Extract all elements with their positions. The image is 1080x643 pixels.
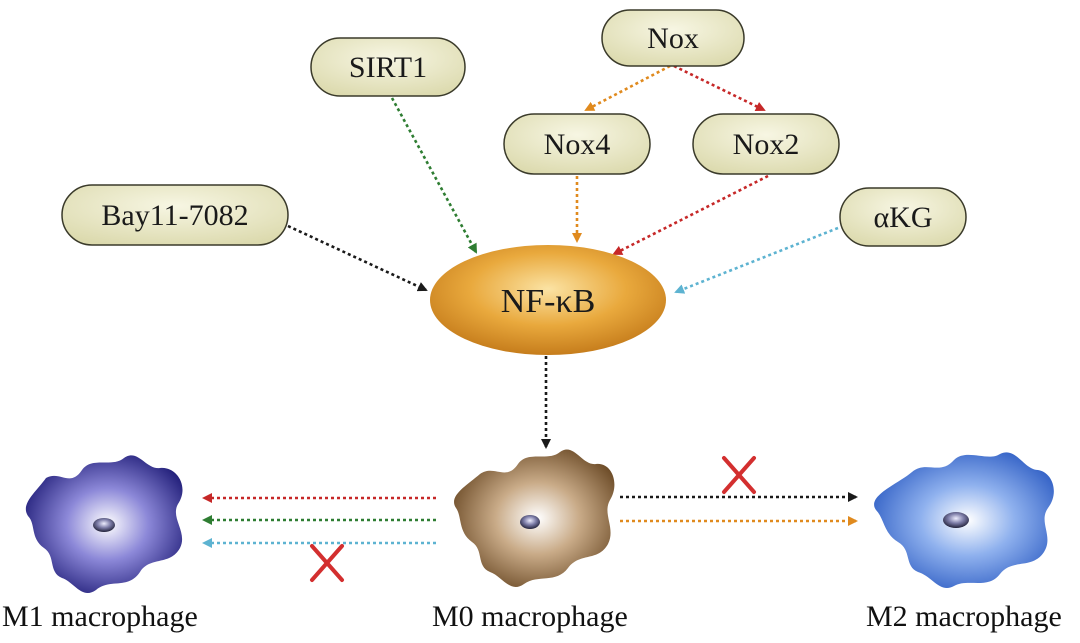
block-mark-m2 (722, 456, 756, 494)
node-nox: Nox (601, 9, 745, 67)
arrow-akg-to-nfkb (674, 226, 839, 294)
block-mark-m1 (310, 544, 344, 582)
node-bay11-7082: Bay11-7082 (61, 184, 289, 246)
node-akg-label: αKG (873, 201, 932, 234)
m2-macrophage-cell (874, 452, 1054, 589)
node-nox4-label: Nox4 (544, 128, 611, 161)
m1-macrophage-cell (25, 455, 183, 593)
node-nfkb: NF-κB (430, 245, 666, 355)
node-nox-label: Nox (647, 22, 699, 55)
m0-macrophage-cell (454, 449, 615, 587)
node-sirt1: SIRT1 (310, 37, 466, 97)
arrow-sirt1-to-nfkb (390, 97, 478, 254)
node-nox2: Nox2 (692, 113, 840, 175)
node-nfkb-label: NF-κB (501, 283, 596, 320)
node-bay11-7082-label: Bay11-7082 (101, 199, 248, 232)
m1-macrophage-label: M1 macrophage (2, 600, 198, 633)
arrow-nox-to-nox4 (584, 64, 671, 112)
arrow-bay-to-nfkb (287, 224, 428, 292)
node-akg: αKG (839, 187, 967, 247)
arrow-nox2-to-nfkb (612, 174, 769, 256)
arrow-nox-to-nox2 (673, 64, 766, 112)
m2-macrophage-label: M2 macrophage (866, 600, 1062, 633)
node-nox2-label: Nox2 (733, 128, 800, 161)
m0-macrophage-label: M0 macrophage (432, 600, 628, 633)
node-nox4: Nox4 (503, 113, 651, 175)
node-sirt1-label: SIRT1 (349, 51, 427, 84)
